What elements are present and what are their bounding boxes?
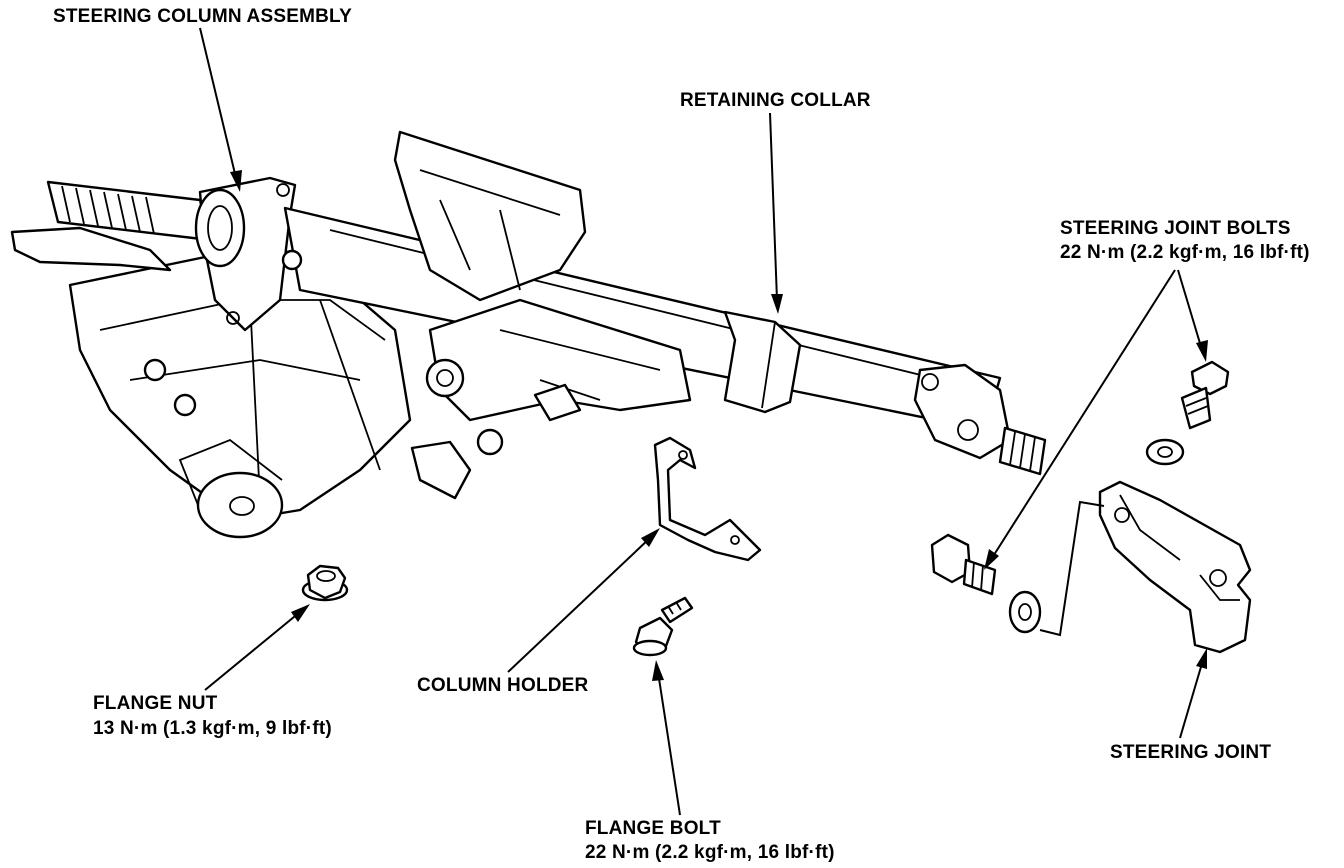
leader-lines [199,27,1208,816]
flange-nut-drawing [301,564,349,602]
steering-joint-bolt-upper-drawing [1145,360,1230,466]
flange-bolt-torque: 22 N·m (2.2 kgf·m, 16 lbf·ft) [585,842,835,863]
steering-column-assembly-drawing [10,130,1047,539]
steering-column-assembly-label: STEERING COLUMN ASSEMBLY [53,6,352,27]
steering-joint-bolt-lower-drawing [930,533,1042,634]
steering-joint-drawing [1039,480,1252,654]
column-holder-label: COLUMN HOLDER [417,675,589,696]
flange-bolt-label: FLANGE BOLT [585,818,721,839]
steering-joint-label: STEERING JOINT [1110,742,1272,763]
column-holder-drawing [653,436,762,562]
flange-nut-torque: 13 N·m (1.3 kgf·m, 9 lbf·ft) [93,718,332,739]
flange-bolt-drawing [632,596,694,657]
steering-joint-bolts-torque: 22 N·m (2.2 kgf·m, 16 lbf·ft) [1060,242,1310,263]
input-shaft-splines [61,185,155,235]
retaining-collar-label: RETAINING COLLAR [680,90,871,111]
steering-joint-bolts-label: STEERING JOINT BOLTS [1060,218,1291,239]
flange-nut-label: FLANGE NUT [93,693,218,714]
